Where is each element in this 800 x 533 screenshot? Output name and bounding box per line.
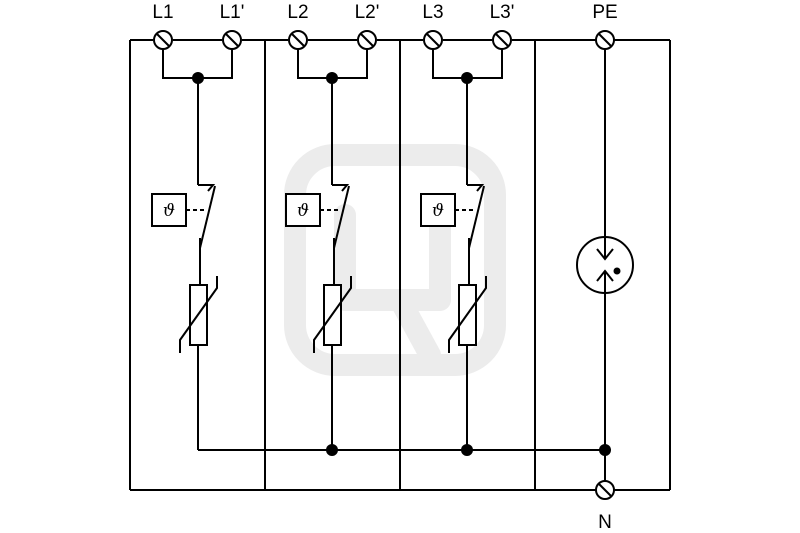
terminal-l3 bbox=[423, 30, 443, 50]
label-pe: PE bbox=[592, 2, 617, 23]
label-l3: L3 bbox=[422, 2, 443, 23]
terminal-l2-prime bbox=[357, 30, 377, 50]
terminal-l1 bbox=[153, 30, 173, 50]
thermal-element-box bbox=[420, 193, 456, 227]
terminal-l3-prime bbox=[492, 30, 512, 50]
terminal-n bbox=[595, 480, 615, 500]
module-l3 bbox=[420, 49, 503, 450]
common-bus bbox=[198, 444, 611, 456]
thermal-symbol-l1: ϑ bbox=[163, 201, 175, 221]
label-l1-prime: L1' bbox=[220, 2, 245, 23]
module-l1 bbox=[151, 49, 233, 450]
thermal-symbol-l2: ϑ bbox=[297, 201, 309, 221]
enclosure bbox=[129, 40, 671, 491]
label-l3-prime: L3' bbox=[490, 2, 515, 23]
label-l2: L2 bbox=[287, 2, 308, 23]
terminal-l1-prime bbox=[222, 30, 242, 50]
thermal-element-box bbox=[151, 193, 187, 227]
label-n: N bbox=[598, 512, 612, 533]
module-l2 bbox=[285, 49, 368, 450]
thermal-symbol-l3: ϑ bbox=[432, 201, 444, 221]
terminal-l2 bbox=[288, 30, 308, 50]
module-pe bbox=[576, 49, 634, 481]
terminal-pe bbox=[595, 30, 615, 50]
watermark-logo bbox=[284, 144, 506, 376]
label-l1: L1 bbox=[152, 2, 173, 23]
label-l2-prime: L2' bbox=[355, 2, 380, 23]
